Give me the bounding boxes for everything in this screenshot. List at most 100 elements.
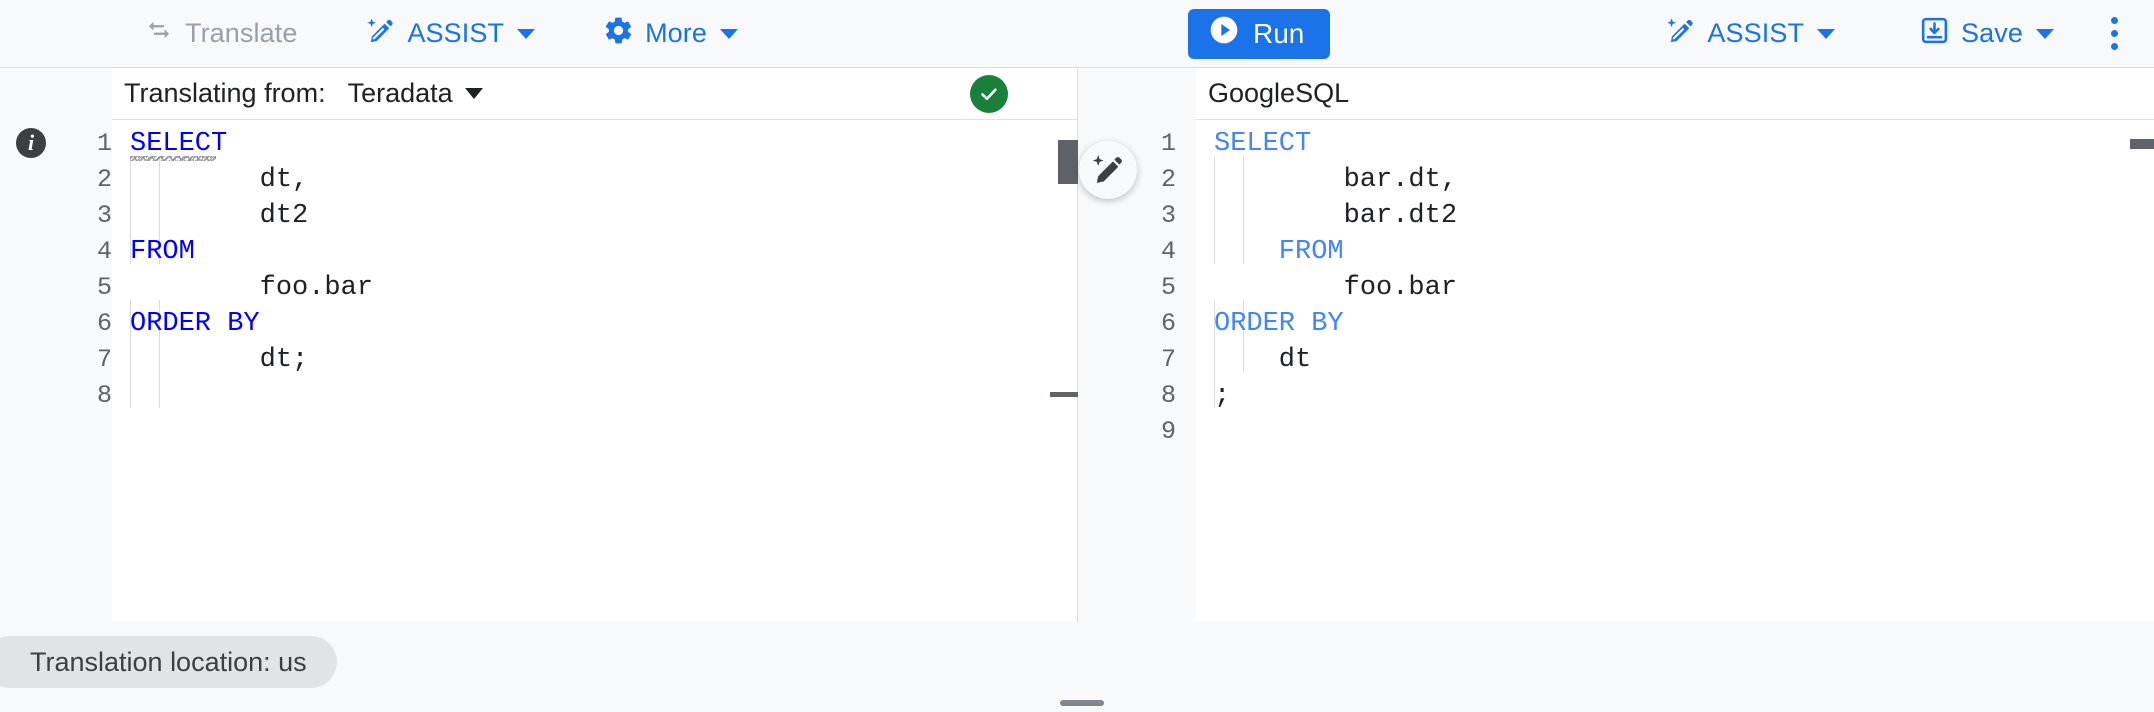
gear-icon — [603, 15, 634, 53]
source-info-gutter: i — [0, 120, 58, 622]
magic-pen-icon — [1665, 15, 1696, 53]
more-button[interactable]: More — [589, 11, 752, 57]
line-number: 6 — [1160, 309, 1176, 338]
source-dialect-select[interactable]: Teradata — [348, 78, 483, 109]
pane-divider[interactable] — [1077, 68, 1078, 622]
sql-token: dt — [1214, 345, 1312, 375]
line-number: 3 — [96, 201, 112, 230]
chevron-down-icon — [1817, 28, 1836, 39]
error-squiggle — [130, 156, 216, 161]
translate-swap-icon — [144, 15, 174, 52]
sql-keyword: SELECT — [130, 129, 228, 159]
save-button-label: Save — [1961, 18, 2023, 48]
footer-bar: Translation location: us — [0, 622, 2154, 712]
source-toolbar: Translate ASSIST More — [0, 0, 1078, 68]
more-button-label: More — [645, 18, 708, 48]
code-line: SELECT — [1214, 126, 2154, 162]
line-number: 4 — [96, 237, 112, 266]
line-number: 5 — [96, 273, 112, 302]
sql-keyword: ORDER BY — [130, 309, 260, 339]
run-button[interactable]: Run — [1188, 8, 1331, 59]
line-number: 5 — [1160, 273, 1176, 302]
target-toolbar: Run ASSIST Save — [1078, 0, 2154, 68]
source-editor-pane: Translating from: Teradata i 1 2 3 4 5 6 7 8 — [0, 68, 1078, 622]
code-line: dt, — [130, 162, 1078, 198]
chevron-down-icon — [2036, 28, 2054, 39]
chevron-down-icon — [720, 28, 739, 39]
target-assist-label: ASSIST — [1707, 18, 1805, 48]
info-icon[interactable]: i — [16, 128, 46, 158]
line-number: 2 — [96, 165, 112, 194]
sql-token: bar.dt, — [1214, 165, 1458, 195]
code-line: foo.bar — [130, 270, 1078, 306]
target-assist-button[interactable]: ASSIST — [1651, 11, 1849, 57]
chevron-down-icon — [517, 28, 536, 39]
code-line: dt; — [130, 342, 1078, 378]
line-number: 8 — [1160, 381, 1176, 410]
save-button[interactable]: Save — [1905, 11, 2068, 57]
line-number: 7 — [1160, 345, 1176, 374]
sql-keyword: SELECT — [1214, 129, 1312, 159]
code-line: FROM — [1214, 234, 2154, 270]
magic-pen-icon — [365, 15, 396, 53]
code-line: bar.dt, — [1214, 162, 2154, 198]
assist-fab-button[interactable] — [1079, 141, 1137, 199]
source-dialect-value: Teradata — [347, 78, 453, 108]
sql-keyword: FROM — [130, 237, 195, 267]
sql-token: ; — [1214, 381, 1231, 411]
translation-location-chip: Translation location: us — [0, 636, 337, 688]
code-line — [1214, 414, 2154, 450]
target-vertical-scrollbar-thumb[interactable] — [2130, 139, 2154, 149]
target-dialect-label: GoogleSQL — [1208, 78, 1350, 108]
target-pane-header: GoogleSQL — [1196, 68, 2154, 120]
line-number: 6 — [96, 309, 112, 338]
source-resize-handle[interactable] — [1050, 392, 1078, 397]
line-number: 1 — [1160, 129, 1176, 158]
code-line: bar.dt2 — [1214, 198, 2154, 234]
sql-token: foo.bar — [130, 273, 374, 303]
source-vertical-scrollbar-thumb[interactable] — [1058, 140, 1078, 184]
line-number: 8 — [96, 381, 112, 410]
check-circle-icon — [970, 74, 1008, 113]
line-number: 3 — [1160, 201, 1176, 230]
sql-token: dt, — [130, 165, 309, 195]
target-line-numbers: 1 2 3 4 5 6 7 8 9 — [1078, 120, 1196, 622]
code-line — [130, 378, 1078, 414]
line-number: 4 — [1160, 237, 1176, 266]
sql-token: dt; — [130, 345, 309, 375]
bottom-resize-handle[interactable] — [1060, 700, 1104, 706]
line-number: 9 — [1160, 417, 1176, 446]
run-button-label: Run — [1253, 17, 1305, 49]
code-line: FROM — [130, 234, 1078, 270]
more-vert-icon[interactable] — [2092, 10, 2136, 58]
target-editor-pane: GoogleSQL 1 2 3 4 5 6 7 8 9 SELECT bar.dt, bar.d… — [1078, 68, 2154, 622]
code-line: ORDER BY — [130, 306, 1078, 342]
translating-from-label: Translating from: — [124, 78, 326, 108]
save-icon — [1919, 15, 1950, 53]
play-circle-icon — [1208, 14, 1240, 53]
code-line: ; — [1214, 378, 2154, 414]
source-assist-label: ASSIST — [407, 18, 505, 48]
code-line: foo.bar — [1214, 270, 2154, 306]
source-line-numbers: 1 2 3 4 5 6 7 8 — [58, 120, 112, 622]
code-line: ORDER BY — [1214, 306, 2154, 342]
translate-button[interactable]: Translate — [130, 11, 311, 57]
code-line: dt — [1214, 342, 2154, 378]
chevron-down-icon — [464, 88, 483, 99]
source-assist-button[interactable]: ASSIST — [351, 11, 549, 57]
sql-token: foo.bar — [1214, 273, 1458, 303]
line-number: 1 — [96, 129, 112, 158]
code-line: SELECT — [130, 126, 1078, 162]
sql-token: bar.dt2 — [1214, 201, 1458, 231]
source-pane-header: Translating from: Teradata — [112, 68, 1078, 120]
sql-keyword: FROM — [1214, 237, 1344, 267]
line-number: 7 — [96, 345, 112, 374]
sql-token: dt2 — [130, 201, 309, 231]
code-line: dt2 — [130, 198, 1078, 234]
translation-location-label: Translation location: us — [30, 646, 307, 677]
line-number: 2 — [1160, 165, 1176, 194]
